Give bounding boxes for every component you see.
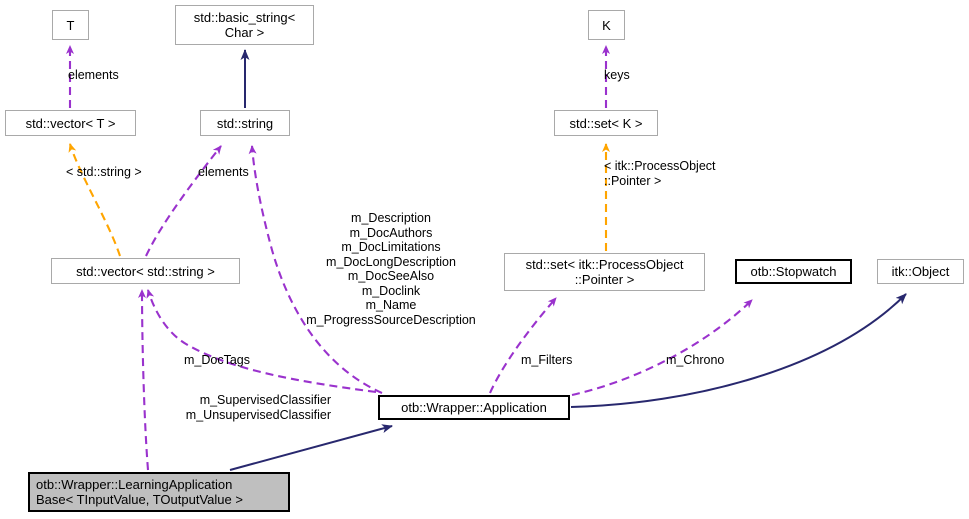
node-t-label: T	[66, 17, 75, 33]
edge-learning-base-to-vector-string	[138, 289, 150, 471]
node-std-string[interactable]: std::string	[200, 110, 290, 136]
node-std-basic-string-label: std::basic_string< Char >	[193, 10, 296, 40]
edge-label-template-std-string: < std::string >	[66, 165, 142, 179]
node-std-set-k-label: std::set< K >	[569, 115, 643, 131]
edge-label-m-filters: m_Filters	[521, 353, 573, 367]
node-otb-wrapper-learningapplicationbase[interactable]: otb::Wrapper::LearningApplication Base< …	[28, 472, 290, 512]
node-std-vector-t[interactable]: std::vector< T >	[5, 110, 136, 136]
node-k-label: K	[602, 17, 611, 33]
node-std-basic-string[interactable]: std::basic_string< Char >	[175, 5, 314, 45]
edge-application-to-itk-object	[570, 293, 907, 408]
edge-label-template-processobject-pointer: < itk::ProcessObject ::Pointer >	[604, 159, 716, 188]
node-otb-stopwatch[interactable]: otb::Stopwatch	[735, 259, 852, 284]
node-itk-object-label: itk::Object	[891, 264, 950, 279]
edge-label-application-attributes: m_Description m_DocAuthors m_DocLimitati…	[306, 211, 476, 327]
node-std-set-processobject-pointer-label: std::set< itk::ProcessObject ::Pointer >	[525, 257, 684, 287]
node-itk-object[interactable]: itk::Object	[877, 259, 964, 284]
edge-vector-string-to-string	[145, 145, 222, 257]
node-std-string-label: std::string	[216, 115, 274, 131]
edge-label-m-chrono: m_Chrono	[666, 353, 725, 367]
edge-label-classifiers: m_SupervisedClassifier m_UnsupervisedCla…	[185, 393, 331, 422]
edge-application-to-stopwatch	[571, 299, 753, 397]
node-otb-wrapper-learningapplicationbase-label: otb::Wrapper::LearningApplication Base< …	[36, 477, 243, 507]
edge-label-elements-top: elements	[68, 68, 119, 82]
node-std-vector-std-string-label: std::vector< std::string >	[76, 263, 215, 279]
node-std-vector-std-string[interactable]: std::vector< std::string >	[51, 258, 240, 284]
edge-label-elements-vector: elements	[198, 165, 249, 179]
edge-vector-string-to-vector-t	[68, 143, 121, 257]
node-std-set-processobject-pointer[interactable]: std::set< itk::ProcessObject ::Pointer >	[504, 253, 705, 291]
node-otb-stopwatch-label: otb::Stopwatch	[750, 264, 837, 279]
node-otb-wrapper-application-label: otb::Wrapper::Application	[401, 400, 547, 415]
node-otb-wrapper-application[interactable]: otb::Wrapper::Application	[378, 395, 570, 420]
edge-learning-base-to-application	[229, 424, 393, 471]
node-std-vector-t-label: std::vector< T >	[25, 115, 116, 131]
edge-application-to-set-processobj	[489, 297, 557, 394]
edge-label-m-doctags: m_DocTags	[184, 353, 250, 367]
node-k[interactable]: K	[588, 10, 625, 40]
edge-label-keys: keys	[604, 68, 630, 82]
node-t[interactable]: T	[52, 10, 89, 40]
node-std-set-k[interactable]: std::set< K >	[554, 110, 658, 136]
